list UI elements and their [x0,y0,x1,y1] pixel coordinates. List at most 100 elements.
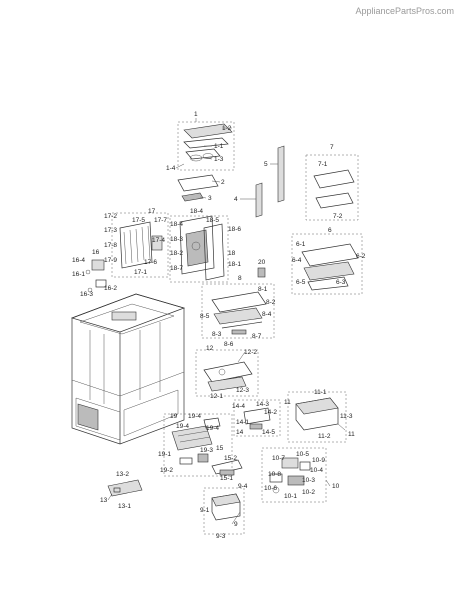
label-1-1: 1-1 [214,143,224,150]
label-11-4: 11 [284,399,291,406]
part-20 [257,267,266,278]
label-10-9: 10-9 [312,457,325,464]
label-19-4-1: 19-4 [176,423,189,430]
label-9-1: 9-1 [200,507,210,514]
label-14-3: 14-3 [256,401,269,408]
label-18-7: 18-7 [170,265,183,272]
label-18: 18 [228,250,236,257]
label-17: 17 [148,208,156,215]
label-8-4: 8-4 [262,311,272,318]
part-group-16 [85,259,107,293]
watermark: AppliancePartsPros.com [355,6,454,16]
label-16-3: 16-3 [80,291,93,298]
label-17-1: 17-1 [134,269,147,276]
label-12-3: 12-3 [236,387,249,394]
label-8-7: 8-7 [252,333,262,340]
part-labels: 1 1-2 1-1 1-3 1-4 2 3 4 5 7 7-1 7-2 6 6-… [72,111,366,540]
label-7: 7 [330,144,334,151]
label-10-4: 10-4 [310,467,323,474]
label-15-1: 15-1 [220,475,233,482]
part-group-6 [291,233,363,295]
part-group-10 [261,447,327,503]
label-6-2: 6-2 [356,253,366,260]
label-10-7: 10-7 [272,455,285,462]
label-8: 8 [238,275,242,282]
label-6-4: 6-4 [292,257,302,264]
label-13: 13 [100,497,108,504]
label-4: 4 [234,196,238,203]
label-10-5: 10-5 [296,451,309,458]
label-17-7: 17-7 [154,217,167,224]
part-group-9 [203,487,245,535]
part-group-18 [169,215,229,283]
part-group-7 [305,154,359,221]
label-12: 12 [206,345,214,352]
label-12-1: 12-1 [210,393,223,400]
label-18-1: 18-1 [228,261,241,268]
label-9: 9 [234,521,238,528]
label-17-5: 17-5 [132,217,145,224]
label-9-4: 9-4 [238,483,248,490]
leader-lines [107,127,346,525]
label-7-2: 7-2 [333,213,343,220]
label-8-2: 8-2 [266,299,276,306]
label-19-3: 19-3 [200,447,213,454]
label-14-4: 14-4 [232,403,245,410]
label-13-2: 13-2 [116,471,129,478]
label-1-2: 1-2 [222,125,232,132]
label-18-6: 18-6 [228,226,241,233]
label-11-1: 11-1 [314,389,327,396]
label-9-3: 9-3 [216,533,226,540]
part-group-15 [211,459,243,476]
label-17-4: 17-4 [152,237,165,244]
label-11-3: 11-3 [340,413,353,420]
label-16-2: 16-2 [104,285,117,292]
label-11: 11 [348,431,355,438]
label-19-4-2: 19-4 [188,413,201,420]
label-16-4: 16-4 [72,257,85,264]
label-10-1: 10-1 [284,493,297,500]
label-6: 6 [328,227,332,234]
label-17-2: 17-2 [104,213,117,220]
label-19-1: 19-1 [158,451,171,458]
label-18-4: 18-4 [170,221,183,228]
label-12-2: 12-2 [244,349,257,356]
label-17-6: 17-6 [144,259,157,266]
part-group-12 [195,349,259,397]
label-19: 19 [170,413,178,420]
label-17-9: 17-9 [104,257,117,264]
label-15-2: 15-2 [224,455,237,462]
label-18-4-top: 18-4 [190,208,203,215]
label-10-8: 10-8 [268,471,281,478]
label-2: 2 [221,179,225,186]
label-1-3: 1-3 [214,156,224,163]
label-19-2: 19-2 [160,467,173,474]
label-6-5: 6-5 [296,279,306,286]
label-17-8: 17-8 [104,242,117,249]
label-1-4: 1-4 [166,165,176,172]
label-6-3: 6-3 [336,279,346,286]
label-17-3: 17-3 [104,227,117,234]
label-15: 15 [216,445,224,452]
label-11-2: 11-2 [318,433,331,440]
part-group-17 [111,212,169,278]
label-18-2: 18-2 [170,250,183,257]
part-group-1 [177,118,235,202]
label-19-4: 19-4 [206,425,219,432]
label-8-5: 8-5 [200,313,210,320]
label-18-5: 18-5 [206,217,219,224]
part-group-4-5-rails [255,145,285,218]
part-group-14 [233,399,281,437]
label-14-5: 14-5 [262,429,275,436]
label-8-3: 8-3 [212,331,222,338]
part-group-8 [201,283,275,339]
part-group-13 [107,479,143,497]
label-10-2: 10-2 [302,489,315,496]
label-16: 16 [92,249,100,256]
refrigerator-cabinet [70,293,186,445]
label-3: 3 [208,195,212,202]
label-14-1: 14-1 [236,419,249,426]
label-8-1: 8-1 [258,286,268,293]
